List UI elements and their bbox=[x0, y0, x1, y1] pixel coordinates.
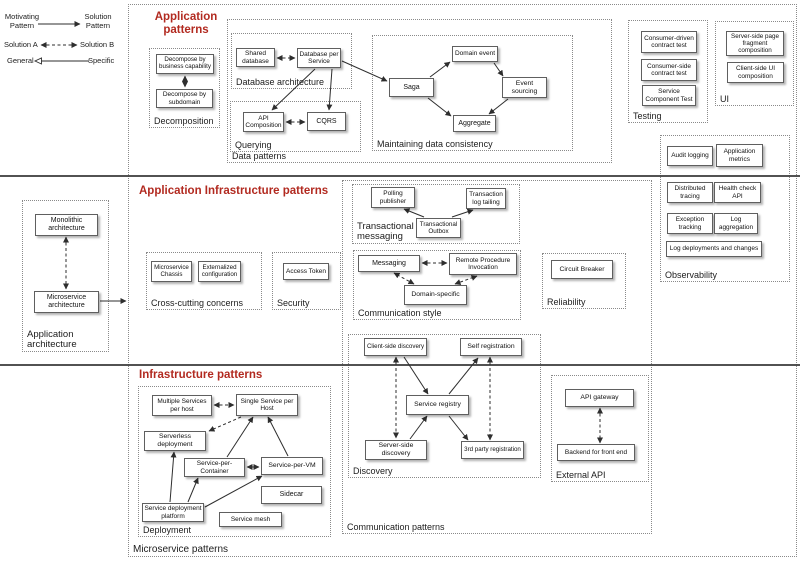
node-exception-tracking: Exception tracking bbox=[667, 213, 713, 234]
group-cross-cutting-concerns: Cross-cutting concerns bbox=[146, 252, 262, 310]
group-label-decomposition: Decomposition bbox=[154, 115, 214, 126]
legend-specific: Specific bbox=[88, 56, 115, 65]
header-application-infrastructure-patterns: Application Infrastructure patterns bbox=[139, 185, 329, 197]
node-self-registration: Self registration bbox=[460, 338, 522, 356]
node-decompose-by-business-capability: Decompose by business capability bbox=[156, 54, 214, 74]
group-maintaining-data-consistency: Maintaining data consistency bbox=[372, 35, 573, 151]
node-service-deployment-platform: Service deployment platform bbox=[142, 503, 204, 522]
group-observability: Observability bbox=[660, 135, 790, 282]
group-data-patterns: Data patterns bbox=[227, 19, 612, 163]
legend-solution-b: Solution B bbox=[80, 40, 115, 49]
group-communication-patterns: Communication patterns bbox=[342, 180, 652, 534]
group-transactional-messaging: Transactional messaging bbox=[352, 184, 520, 244]
node-client-side-discovery: Client-side discovery bbox=[364, 338, 427, 356]
group-label-discovery: Discovery bbox=[353, 465, 393, 476]
group-communication-style: Communication style bbox=[353, 250, 521, 320]
legend-motivating-pattern: Motivating Pattern bbox=[4, 12, 40, 30]
node-service-mesh: Service mesh bbox=[219, 512, 282, 527]
node-api-gateway: API gateway bbox=[565, 389, 634, 407]
node-service-component-test: Service Component Test bbox=[642, 85, 696, 106]
group-label-maintaining-data-consistency: Maintaining data consistency bbox=[377, 138, 493, 149]
group-label-observability: Observability bbox=[665, 269, 718, 280]
node-polling-publisher: Polling publisher bbox=[371, 187, 415, 208]
node-sidecar: Sidecar bbox=[261, 486, 322, 504]
node-access-token: Access Token bbox=[283, 263, 329, 280]
header-application-patterns: Application patterns bbox=[154, 11, 218, 37]
group-label-microservice-patterns: Microservice patterns bbox=[133, 543, 229, 555]
legend-general: General bbox=[7, 56, 34, 65]
group-label-external-api: External API bbox=[556, 469, 606, 480]
node-consumer-side-contract-test: Consumer-side contract test bbox=[641, 59, 697, 81]
node-backend-for-front-end: Backend for front end bbox=[557, 444, 635, 461]
group-testing: Testing bbox=[628, 20, 708, 123]
node-distributed-tracing: Distributed tracing bbox=[667, 182, 713, 203]
node-single-service-per-host: Single Service per Host bbox=[236, 394, 298, 416]
node-domain-event: Domain event bbox=[452, 46, 498, 62]
node-consumer-driven-contract-test: Consumer-driven contract test bbox=[641, 31, 697, 53]
node-service-registry: Service registry bbox=[406, 395, 469, 415]
node-multiple-services-per-host: Multiple Services per host bbox=[152, 395, 212, 416]
node-messaging: Messaging bbox=[358, 255, 420, 272]
group-label-testing: Testing bbox=[633, 110, 662, 121]
node-server-side-discovery: Server-side discovery bbox=[365, 440, 427, 460]
node-third-party-registration: 3rd party registration bbox=[461, 441, 524, 459]
group-label-communication-style: Communication style bbox=[358, 307, 442, 318]
group-discovery: Discovery bbox=[348, 334, 541, 478]
node-decompose-by-subdomain: Decompose by subdomain bbox=[156, 89, 213, 108]
node-remote-procedure-invocation: Remote Procedure Invocation bbox=[449, 253, 517, 275]
node-transactional-outbox: Transactional Outbox bbox=[416, 218, 461, 238]
node-log-deployments-and-changes: Log deployments and changes bbox=[666, 241, 762, 257]
group-ui: UI bbox=[715, 21, 794, 106]
node-health-check-api: Health check API bbox=[714, 182, 761, 203]
node-saga: Saga bbox=[389, 78, 434, 97]
node-service-per-vm: Service-per-VM bbox=[261, 457, 323, 475]
node-microservice-architecture: Microservice architecture bbox=[34, 291, 99, 313]
group-deployment: Deployment bbox=[138, 386, 331, 537]
group-reliability: Reliability bbox=[542, 253, 626, 309]
group-label-cross-cutting-concerns: Cross-cutting concerns bbox=[151, 297, 244, 308]
legend-solution-a: Solution A bbox=[4, 40, 38, 49]
legend-solution-pattern: Solution Pattern bbox=[84, 12, 112, 30]
group-label-application-architecture: Application architecture bbox=[27, 329, 77, 351]
header-infrastructure-patterns: Infrastructure patterns bbox=[139, 369, 263, 381]
node-aggregate: Aggregate bbox=[453, 115, 496, 132]
node-domain-specific: Domain-specific bbox=[404, 285, 467, 305]
node-serverless-deployment: Serverless deployment bbox=[144, 431, 206, 451]
node-monolithic-architecture: Monolithic architecture bbox=[35, 214, 98, 236]
node-client-side-ui-composition: Client-side UI composition bbox=[727, 62, 784, 83]
node-cqrs: CQRS bbox=[307, 112, 346, 131]
node-audit-logging: Audit logging bbox=[667, 146, 713, 166]
node-circuit-breaker: Circuit Breaker bbox=[551, 260, 613, 279]
group-label-ui: UI bbox=[720, 93, 729, 104]
group-label-querying: Querying bbox=[235, 139, 272, 150]
group-label-reliability: Reliability bbox=[547, 296, 586, 307]
node-microservice-chassis: Microservice Chassis bbox=[151, 261, 192, 282]
group-label-data-patterns: Data patterns bbox=[232, 150, 287, 161]
node-api-composition: API Composition bbox=[243, 112, 284, 132]
group-security: Security bbox=[272, 252, 341, 310]
node-shared-database: Shared database bbox=[236, 48, 275, 67]
group-label-communication-patterns: Communication patterns bbox=[347, 521, 445, 532]
group-label-security: Security bbox=[277, 297, 310, 308]
node-transaction-log-tailing: Transaction log tailing bbox=[466, 188, 506, 209]
group-external-api: External API bbox=[551, 375, 649, 482]
group-label-transactional-messaging: Transactional messaging bbox=[357, 221, 414, 243]
node-application-metrics: Application metrics bbox=[716, 144, 763, 167]
group-application-architecture: Application architecture bbox=[22, 200, 109, 352]
node-server-side-page-fragment-composition: Server-side page fragment composition bbox=[726, 31, 784, 56]
node-log-aggregation: Log aggregation bbox=[714, 213, 758, 234]
node-service-per-container: Service-per-Container bbox=[184, 458, 245, 477]
node-event-sourcing: Event sourcing bbox=[502, 77, 547, 98]
group-label-deployment: Deployment bbox=[143, 524, 192, 535]
group-decomposition: Decomposition bbox=[149, 48, 220, 128]
node-database-per-service: Database per Service bbox=[297, 48, 341, 68]
node-externalized-configuration: Externalized configuration bbox=[198, 261, 241, 282]
group-microservice-patterns: Microservice patterns bbox=[128, 4, 797, 557]
